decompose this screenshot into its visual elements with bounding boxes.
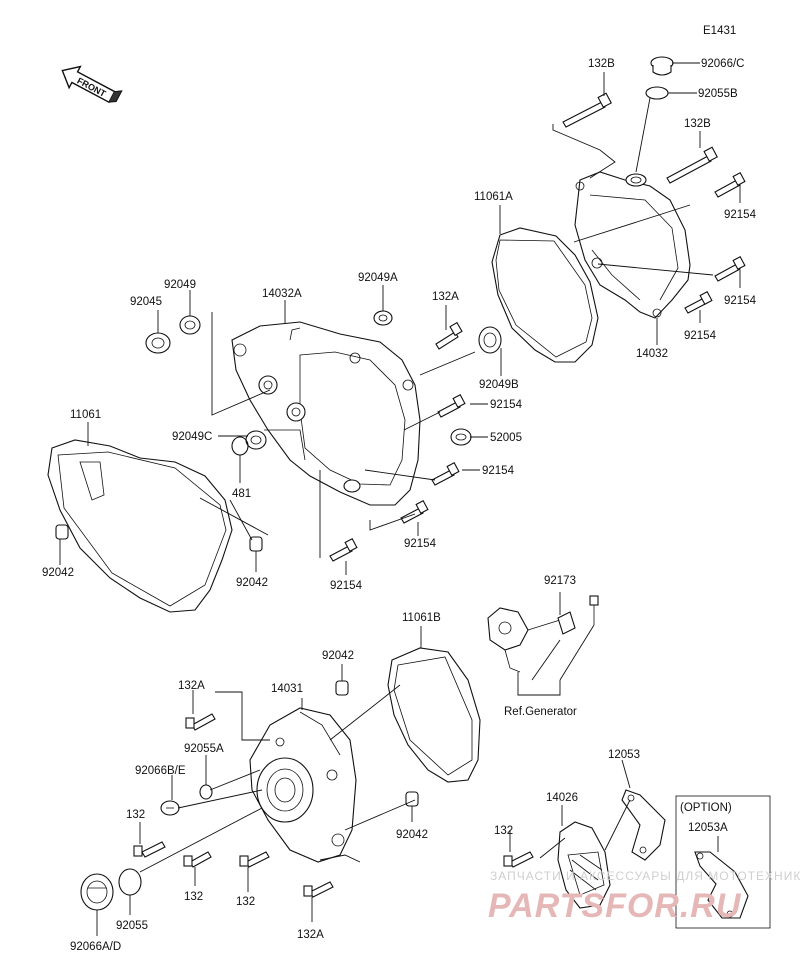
label-12053a: 12053A [688,822,728,834]
circlip-481 [231,436,249,456]
label-92173: 92173 [544,575,576,587]
bolt-92154-d [437,393,466,418]
plug-92066ad [80,873,114,911]
label-132a-bot: 132A [297,929,324,941]
guard-12053a [694,851,749,919]
label-92154-a: 92154 [724,209,757,221]
label-132a-mid: 132A [178,680,205,692]
dowel-pin-92042-d [405,791,419,807]
label-92049c: 92049C [172,431,212,443]
watermark-small-text: ЗАПЧАСТИ И АКСЕССУАРЫ ДЛЯ МОТОТЕХНИКИ [490,869,800,883]
label-92045: 92045 [130,296,162,308]
gasket-11061 [47,439,233,613]
bolt-92154-f [400,499,429,524]
label-14032a: 14032A [262,288,302,300]
label-92066c: 92066/C [701,58,744,70]
clamp-92173 [557,611,576,635]
label-92154-c: 92154 [684,330,717,342]
label-92042-d: 92042 [396,829,428,841]
label-12053: 12053 [608,749,640,761]
label-92049a: 92049A [358,272,398,284]
leaders-top-right [499,62,741,345]
label-52005: 52005 [490,432,522,444]
bolt-92154-e [431,461,460,486]
plug-92066c [650,56,674,76]
bolt-132-c [239,851,270,868]
seal-92049 [179,315,201,335]
bolt-92154-g [329,537,358,562]
o-ring-92055b [645,86,669,100]
label-132-c: 132 [184,891,203,903]
bolt-132a-mid [185,713,216,731]
clutch-cover-outer-14032 [574,171,691,319]
leaders-middle [59,285,502,575]
label-92066be: 92066B/E [135,765,186,777]
generator-pickup-assembly [487,607,561,673]
generator-cover-14031 [249,707,357,863]
label-14026: 14026 [546,792,578,804]
seal-92049a [373,310,393,326]
bolt-132b-mid [666,146,718,184]
label-92055a: 92055A [184,743,224,755]
gasket-11061b [387,647,481,783]
bolt-132b-top [562,92,612,128]
label-132a-top: 132A [432,291,459,303]
label-92154-b: 92154 [724,295,757,307]
diagram-code: E1431 [703,25,736,37]
bolt-132-b [183,851,212,868]
bolt-132a-top [435,321,463,350]
bolt-92154-c [684,290,713,314]
label-92049b: 92049B [479,379,519,391]
sprocket-cover-14026 [557,821,611,909]
label-11061a: 11061A [474,191,513,203]
label-92042-a: 92042 [42,567,74,579]
label-481: 481 [232,488,251,500]
label-11061: 11061 [70,409,101,421]
watermark-logo: PARTSFOR.RU [488,887,742,925]
collar-52005 [450,428,472,446]
bolt-132-d [503,851,534,868]
label-14031: 14031 [271,683,303,695]
gasket-11061a [491,227,599,363]
label-132b-mid: 132B [684,118,711,130]
option-box [675,795,771,929]
leaders-bottom [96,592,719,936]
label-92042-c: 92042 [322,650,354,662]
bolt-92154-b [714,255,746,282]
label-14032: 14032 [636,348,668,360]
label-92042-b: 92042 [236,577,268,589]
label-92066ad: 92066A/D [70,941,121,953]
label-92055: 92055 [116,920,148,932]
bolt-92173-screw [589,595,599,625]
label-92154-f: 92154 [404,538,437,550]
label-option: (OPTION) [680,802,732,814]
part-labels: 132B 92066/C 92055B 132B 11061A 92154 92… [42,58,757,953]
label-132b-top: 132B [588,58,615,70]
dowel-pin-92042-c [335,680,349,696]
label-ref-generator: Ref.Generator [504,706,577,718]
dowel-pin-92042-a [55,524,69,540]
watermark: ЗАПЧАСТИ И АКСЕССУАРЫ ДЛЯ МОТОТЕХНИКИ PA… [488,869,800,925]
label-92055b: 92055B [698,88,738,100]
guard-12053 [621,789,666,861]
label-132-b: 132 [494,825,513,837]
label-92154-d: 92154 [490,399,523,411]
bolt-132-a [133,841,166,858]
o-ring-92055 [118,868,142,896]
seal-92049c [245,430,267,450]
o-ring-92055a [199,784,213,800]
bearing-92045 [145,332,171,354]
front-arrow-icon: FRONT [61,65,123,104]
bolt-132a-bot [303,881,334,898]
plug-92066be [160,800,180,816]
clutch-cover-inner-14032a [231,321,421,506]
label-11061b: 11061B [402,612,441,624]
label-132-a: 132 [126,809,145,821]
seal-92049b [478,326,502,354]
label-92049: 92049 [164,279,196,291]
label-92154-e: 92154 [482,465,515,477]
label-92154-g: 92154 [330,580,363,592]
label-132-d: 132 [236,896,255,908]
